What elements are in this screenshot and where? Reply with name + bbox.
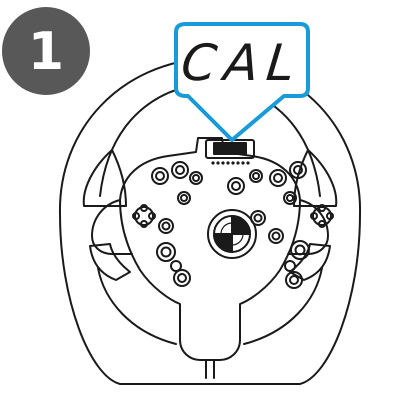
rev-led-row <box>211 161 250 165</box>
display-screen <box>213 142 247 155</box>
mid-button-cluster <box>158 210 284 244</box>
rim-lower-shape <box>97 267 323 345</box>
left-spoke-arm <box>91 199 133 255</box>
left-lower-grip-contour <box>89 243 131 281</box>
left-grip-contour <box>82 149 127 207</box>
right-spoke-arm <box>287 199 329 255</box>
top-button-row <box>151 161 307 205</box>
callout-bubble <box>174 22 310 142</box>
step-number: 1 <box>27 22 65 82</box>
wheel-rim-outer <box>58 57 362 385</box>
left-funky-switch <box>132 204 156 228</box>
lower-left-buttons <box>156 242 191 287</box>
step-badge: 1 <box>2 7 90 95</box>
lower-right-buttons <box>284 240 310 289</box>
right-funky-switch <box>310 204 334 228</box>
callout-display-text: CAL <box>178 34 306 92</box>
lower-spoke-edge <box>205 359 215 379</box>
bmw-roundel-icon <box>207 209 257 259</box>
